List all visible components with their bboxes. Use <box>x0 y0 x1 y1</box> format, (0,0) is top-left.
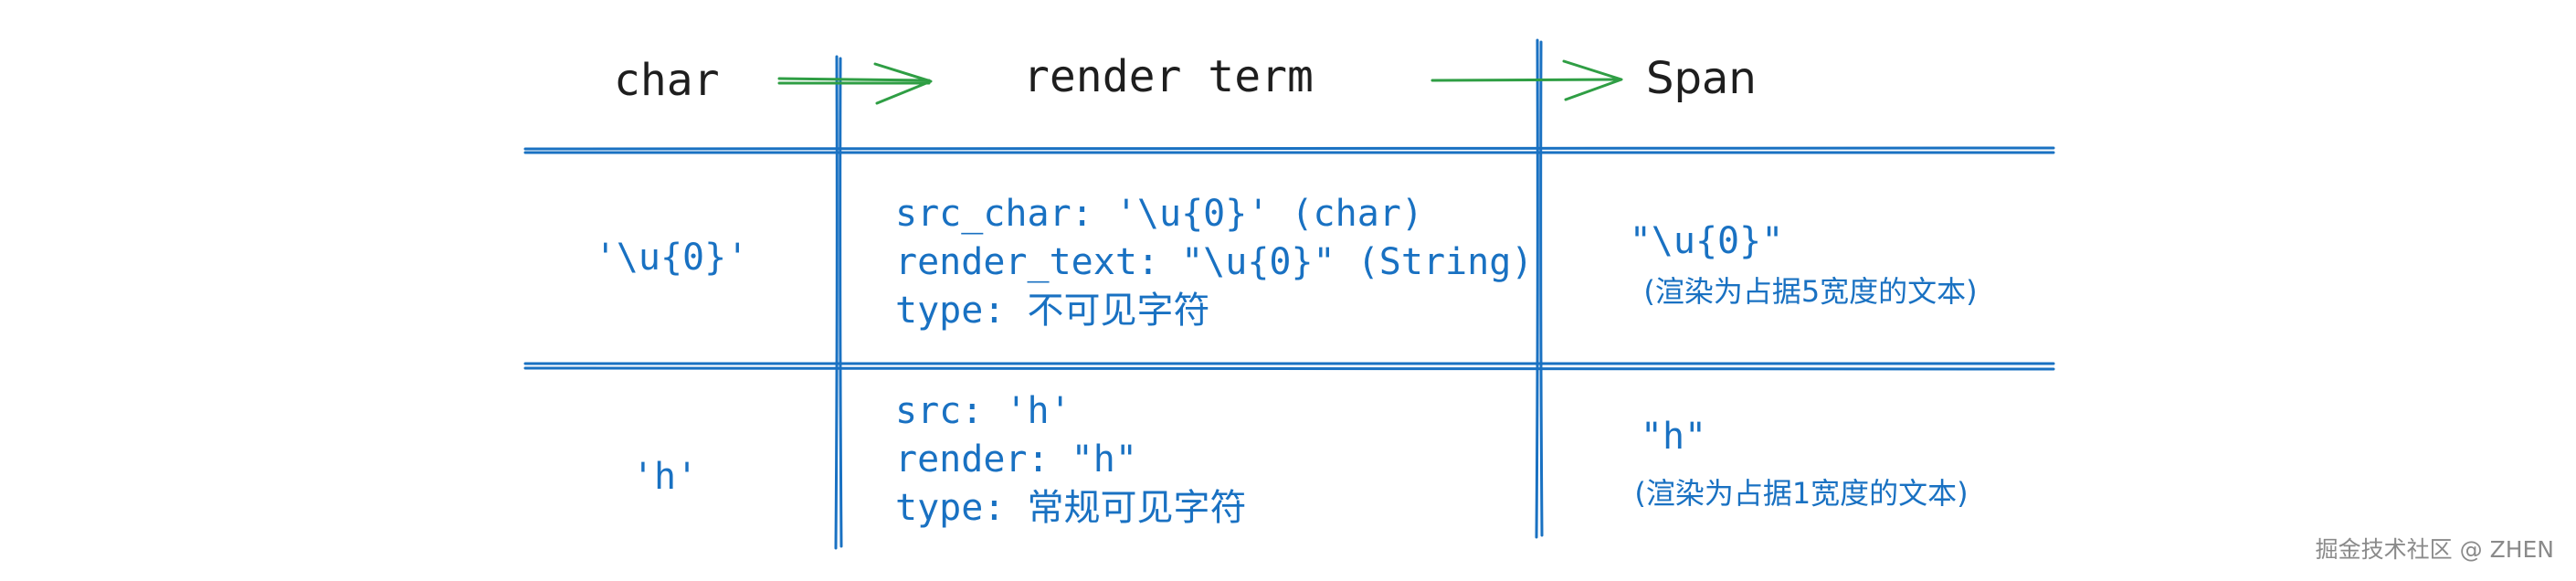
row2-span-value: "h" <box>1640 416 1707 458</box>
row1-render-term: src_char: '\u{0}' (char) render_text: "\… <box>895 190 1533 335</box>
row2-render-term-line1: src: 'h' <box>895 390 1072 432</box>
row1-render-term-line1: src_char: '\u{0}' (char) <box>895 193 1423 235</box>
row1-render-term-line2: render_text: "\u{0}" (String) <box>895 241 1534 283</box>
arrow-char-to-render-term <box>777 62 933 105</box>
row2-render-term: src: 'h' render: "h" type: 常规可见字符 <box>895 387 1247 533</box>
column-divider-right-2 <box>1539 40 1544 537</box>
column-divider-left-2 <box>839 57 843 548</box>
watermark: 掘金技术社区 @ ZHEN <box>2315 536 2554 563</box>
row2-span-note: (渲染为占据1宽度的文本) <box>1634 476 1969 511</box>
header-char: char <box>614 55 720 106</box>
row2-char: 'h' <box>631 456 699 498</box>
row1-span-note: (渲染为占据5宽度的文本) <box>1643 274 1978 309</box>
header-divider-line <box>523 146 2055 151</box>
arrow-render-term-to-span <box>1431 59 1623 101</box>
row1-span-value: "\u{0}" <box>1629 220 1784 262</box>
header-span: Span <box>1646 53 1757 104</box>
flow-arrows <box>777 59 1623 105</box>
table-grid <box>523 38 2055 550</box>
column-divider-right <box>1535 38 1539 539</box>
row1-char: '\u{0}' <box>594 237 749 279</box>
row2-render-term-line2: render: "h" <box>895 438 1137 481</box>
row2-render-term-line3: type: 常规可见字符 <box>895 487 1247 529</box>
row1-render-term-line3: type: 不可见字符 <box>895 290 1210 332</box>
column-divider-left <box>834 55 839 550</box>
row-divider-line-2 <box>523 366 2055 371</box>
header-render-term: render term <box>1023 51 1314 102</box>
